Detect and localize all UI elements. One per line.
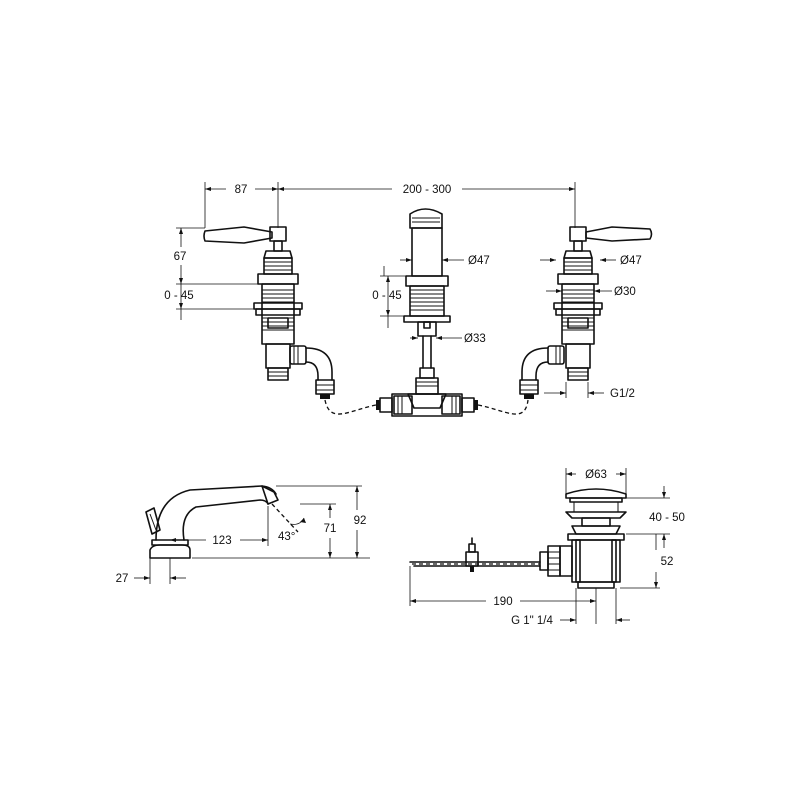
- top-dimensions: [204, 182, 576, 228]
- spout-diameter-dims: [400, 258, 464, 340]
- dim-spout-outlet-height-label: 71: [324, 523, 337, 535]
- waste-dims: [409, 468, 670, 624]
- right-diameter-dims: [540, 258, 616, 398]
- left-vertical-dims: [176, 227, 258, 320]
- spout-vertical-dims: [380, 266, 406, 328]
- dim-spout-diameter-label: Ø47: [468, 255, 490, 267]
- dim-waste-thread-label: G 1" 1/4: [511, 615, 553, 627]
- dim-right-diameter-label: Ø47: [620, 255, 642, 267]
- spout-side-dims: [134, 485, 370, 584]
- right-thread-lines: [562, 289, 594, 331]
- right-valve: [519, 226, 653, 399]
- dim-waste-plug-range-label: 40 - 50: [649, 512, 685, 524]
- dim-right-body-diameter-label: Ø30: [614, 286, 636, 298]
- dim-spout-total-height-label: 92: [354, 515, 367, 527]
- t-connector: [376, 377, 478, 417]
- dim-waste-body-height-label: 52: [661, 556, 674, 568]
- left-valve: [203, 226, 335, 399]
- dim-waste-rod-length-label: 190: [493, 596, 512, 608]
- dim-left-deck-label: 0 - 45: [164, 290, 193, 302]
- dim-spout-angle-label: 43°: [278, 531, 295, 543]
- dim-waste-diameter-label: Ø63: [585, 469, 607, 481]
- spout-body: [403, 208, 451, 379]
- waste-drain: [409, 488, 627, 589]
- dim-thread-label: G1/2: [610, 388, 635, 400]
- dim-67-label: 67: [174, 251, 187, 263]
- dim-spout-reach-label: 123: [212, 535, 231, 547]
- spout-thread-lines: [410, 289, 444, 311]
- dim-87-label: 87: [235, 184, 248, 196]
- dim-spout-base-diameter-label: Ø33: [464, 333, 486, 345]
- dim-spacing-label: 200 - 300: [403, 184, 452, 196]
- flexible-hoses: [324, 399, 529, 415]
- dim-spout-deck-label: 0 - 45: [372, 290, 401, 302]
- dim-spout-base-label: 27: [116, 573, 129, 585]
- left-thread-lines: [262, 289, 294, 331]
- spout-side-view: [145, 485, 306, 559]
